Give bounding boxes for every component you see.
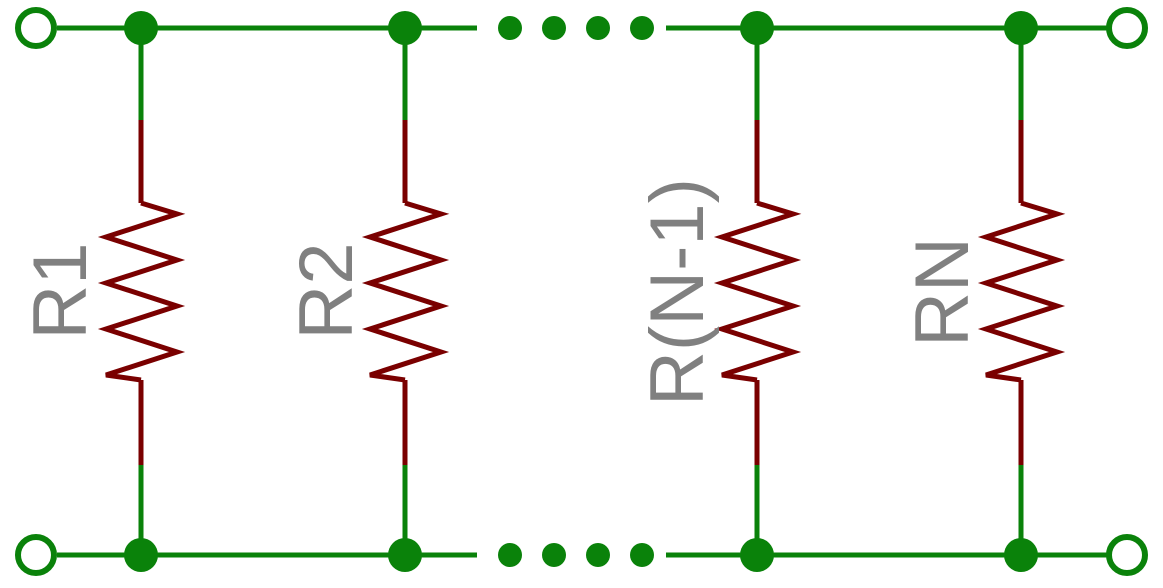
top-rail bbox=[57, 16, 1107, 40]
bottom-ellipsis bbox=[498, 543, 654, 567]
resistor-label-r2: R2 bbox=[284, 242, 369, 339]
bottom-rail bbox=[57, 543, 1107, 567]
terminal-bottom-left bbox=[15, 534, 57, 576]
resistor-r1: R1 bbox=[18, 11, 186, 572]
junction-dot bbox=[740, 538, 774, 572]
resistor-zigzag bbox=[361, 200, 450, 383]
junction-dot bbox=[388, 538, 422, 572]
ellipsis-dot bbox=[630, 16, 654, 40]
terminal-bottom-right bbox=[1106, 534, 1148, 576]
ellipsis-dot bbox=[586, 543, 610, 567]
junction-dot bbox=[740, 11, 774, 45]
ellipsis-dot bbox=[630, 543, 654, 567]
junction-dot bbox=[388, 11, 422, 45]
ellipsis-dot bbox=[498, 16, 522, 40]
resistor-r2: R2 bbox=[284, 11, 450, 572]
top-ellipsis bbox=[498, 16, 654, 40]
ellipsis-dot bbox=[542, 16, 566, 40]
resistor-zigzag bbox=[713, 200, 802, 383]
resistor-rn: RN bbox=[900, 11, 1066, 572]
junction-dot bbox=[124, 11, 158, 45]
terminal-top-left bbox=[15, 7, 57, 49]
ellipsis-dot bbox=[586, 16, 610, 40]
resistor-label-r1: R1 bbox=[18, 242, 103, 339]
junction-dot bbox=[124, 538, 158, 572]
resistor-zigzag bbox=[97, 200, 186, 383]
resistor-label-rn: RN bbox=[900, 237, 985, 347]
resistor-label-rn-minus-1: R(N-1) bbox=[635, 178, 720, 406]
terminals bbox=[15, 7, 1148, 576]
junction-dot bbox=[1004, 538, 1038, 572]
resistor-rn-minus-1: R(N-1) bbox=[635, 11, 802, 572]
resistor-zigzag bbox=[977, 200, 1066, 383]
ellipsis-dot bbox=[498, 543, 522, 567]
junction-dot bbox=[1004, 11, 1038, 45]
ellipsis-dot bbox=[542, 543, 566, 567]
terminal-top-right bbox=[1106, 7, 1148, 49]
